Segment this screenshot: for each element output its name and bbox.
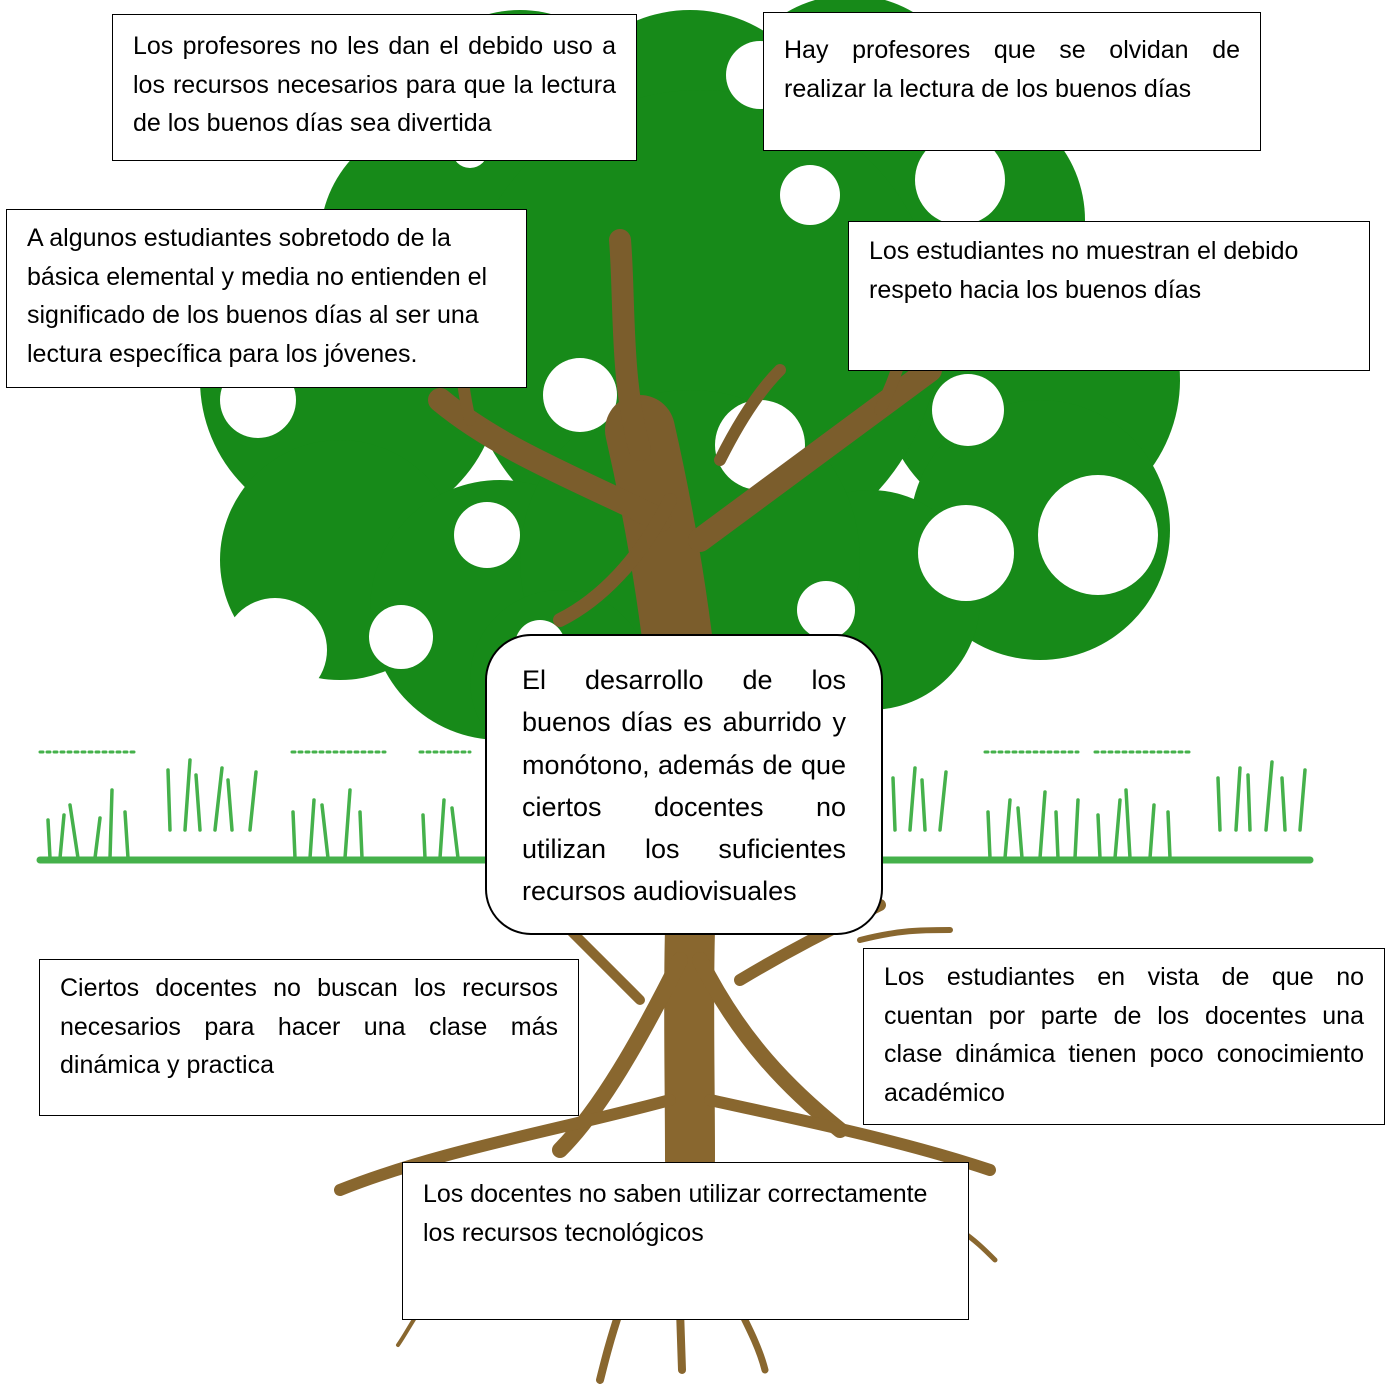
cause-text-1: Ciertos docentes no buscan los recursos … (60, 974, 558, 1079)
effect-box-4: Los estudiantes no muestran el debido re… (848, 221, 1370, 371)
central-problem-text: El desarrollo de los buenos días es abur… (522, 665, 846, 907)
cause-box-3: Los docentes no saben utilizar correctam… (402, 1162, 969, 1320)
tree-roots (334, 899, 998, 1384)
central-problem-box: El desarrollo de los buenos días es abur… (485, 634, 883, 935)
cause-box-2: Los estudiantes en vista de que no cuent… (863, 948, 1385, 1125)
cause-text-3: Los docentes no saben utilizar correctam… (423, 1180, 928, 1247)
effect-box-3: A algunos estudiantes sobretodo de la bá… (6, 209, 527, 388)
effect-box-2: Hay profesores que se olvidan de realiza… (763, 12, 1261, 151)
effect-text-1: Los profesores no les dan el debido uso … (133, 32, 616, 137)
cause-text-2: Los estudiantes en vista de que no cuent… (884, 963, 1364, 1107)
effect-text-4: Los estudiantes no muestran el debido re… (869, 237, 1299, 304)
effect-text-3: A algunos estudiantes sobretodo de la bá… (27, 224, 488, 368)
effect-text-2: Hay profesores que se olvidan de realiza… (784, 36, 1240, 103)
effect-box-1: Los profesores no les dan el debido uso … (112, 14, 637, 161)
cause-box-1: Ciertos docentes no buscan los recursos … (39, 959, 579, 1116)
